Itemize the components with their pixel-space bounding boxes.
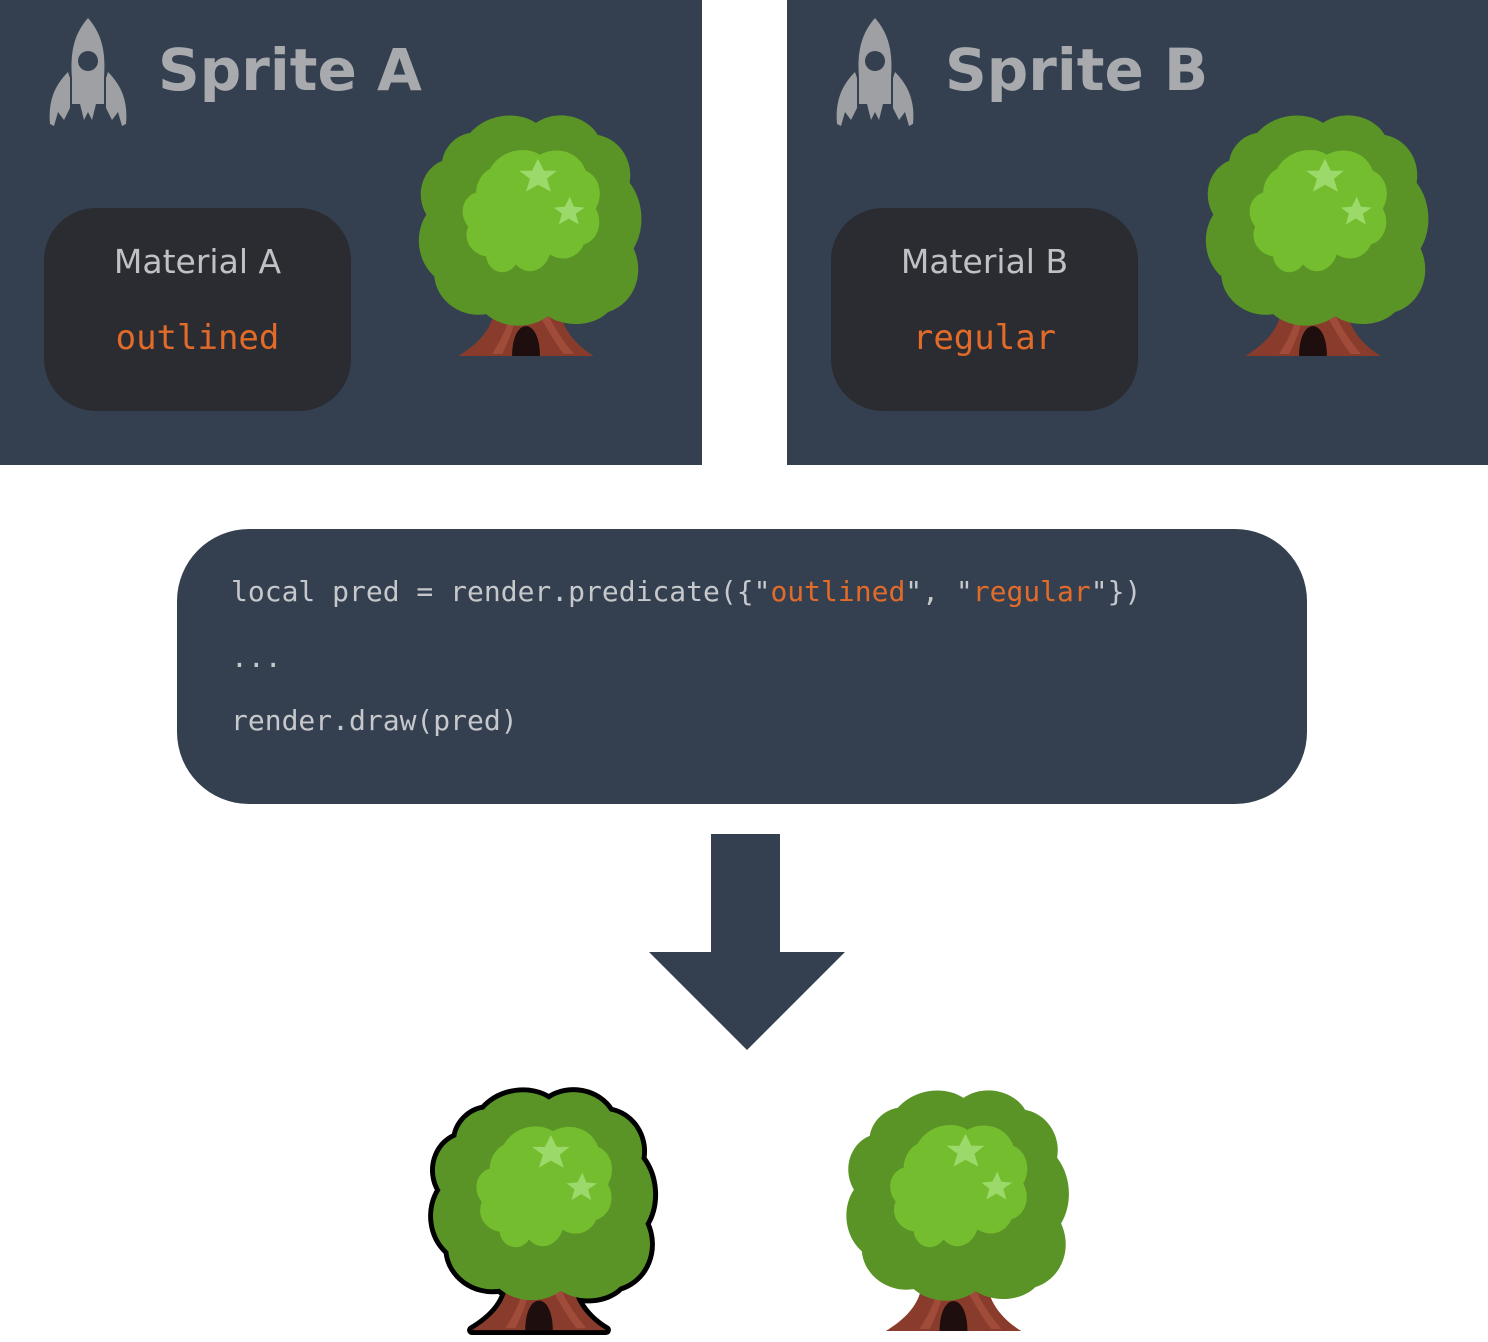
code-line-3: render.draw(pred): [231, 704, 518, 737]
code-text: ", ": [905, 575, 973, 608]
tree-image: [398, 105, 654, 360]
code-text: local pred = render.predicate({": [231, 575, 771, 608]
code-line-2: ...: [231, 641, 282, 674]
code-text: "}): [1090, 575, 1142, 608]
code-block: local pred = render.predicate({"outlined…: [177, 529, 1307, 804]
sprite-b-title: Sprite B: [945, 36, 1209, 104]
code-line-1: local pred = render.predicate({"outlined…: [231, 575, 1141, 608]
material-b-tag: regular: [912, 318, 1057, 358]
tree-image: [1185, 105, 1441, 360]
rocket-icon: [44, 16, 132, 132]
material-a-tag: outlined: [115, 318, 280, 358]
code-string-regular: regular: [972, 575, 1091, 608]
material-b-name: Material B: [900, 242, 1069, 281]
sprite-a-panel: Sprite A Material A outlined: [0, 0, 702, 465]
rocket-icon: [831, 16, 919, 132]
sprite-a-title: Sprite A: [158, 36, 422, 104]
regular-tree-image: [826, 1080, 1081, 1335]
sprite-b-panel: Sprite B Material B regular: [787, 0, 1488, 465]
material-a-name: Material A: [113, 242, 282, 281]
material-a-box: Material A outlined: [44, 208, 351, 411]
outlined-tree-image: [428, 1087, 659, 1336]
material-b-box: Material B regular: [831, 208, 1138, 411]
down-arrow-icon: [649, 834, 845, 1050]
code-string-outlined: outlined: [770, 575, 906, 608]
